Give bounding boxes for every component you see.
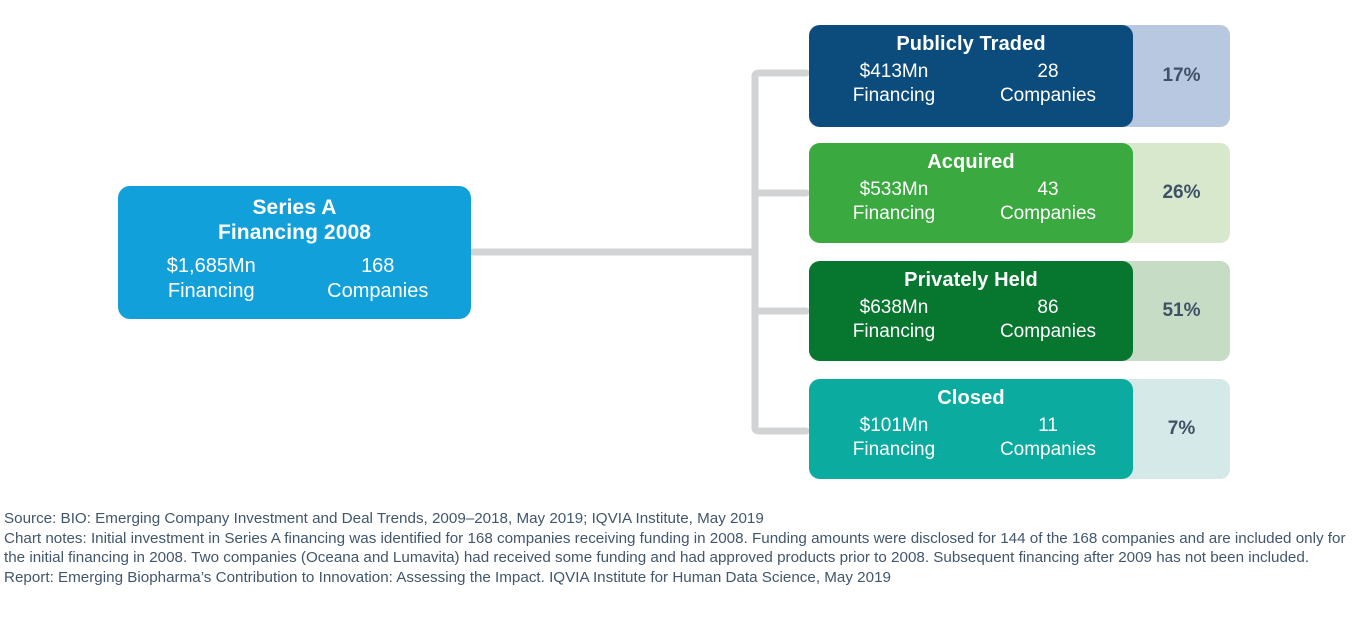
child-stats-closed: $101Mn Financing 11 Companies (817, 414, 1125, 462)
child-companies-label-privately-held: Companies (999, 321, 1097, 342)
child-row-privately-held: Privately Held $638Mn Financing 86 Compa… (809, 261, 1230, 361)
child-card-privately-held[interactable]: Privately Held $638Mn Financing 86 Compa… (809, 261, 1133, 361)
child-card-publicly-traded[interactable]: Publicly Traded $413Mn Financing 28 Comp… (809, 25, 1133, 127)
child-financing-label-publicly-traded: Financing (852, 85, 936, 106)
child-financing-value-closed: $101Mn (859, 415, 929, 436)
root-financing-label: Financing (167, 280, 255, 302)
root-node-title-line2: Financing 2008 (217, 221, 372, 244)
root-node-series-a[interactable]: Series A Financing 2008 $1,685Mn Financi… (118, 186, 471, 319)
child-stats-publicly-traded: $413Mn Financing 28 Companies (817, 60, 1125, 108)
child-title-closed: Closed (937, 387, 1005, 409)
root-financing-stat: $1,685Mn Financing (128, 254, 295, 304)
child-companies-stat-closed: 11 Companies (971, 414, 1125, 462)
child-financing-value-publicly-traded: $413Mn (859, 61, 929, 82)
root-node-title: Series A Financing 2008 (128, 195, 461, 245)
percent-value-closed: 7% (1167, 418, 1196, 439)
child-row-closed: Closed $101Mn Financing 11 Companies 7% (809, 379, 1230, 479)
footnote-report: Report: Emerging Biopharma’s Contributio… (4, 568, 891, 586)
child-card-acquired[interactable]: Acquired $533Mn Financing 43 Companies (809, 143, 1133, 243)
child-row-publicly-traded: Publicly Traded $413Mn Financing 28 Comp… (809, 25, 1230, 127)
root-companies-label: Companies (327, 280, 429, 302)
child-title-publicly-traded: Publicly Traded (896, 33, 1046, 55)
child-companies-stat-publicly-traded: 28 Companies (971, 60, 1125, 108)
series-a-financing-diagram: Series A Financing 2008 $1,685Mn Financi… (118, 25, 1230, 479)
child-companies-value-closed: 11 (1038, 415, 1058, 436)
root-node-title-line1: Series A (252, 196, 337, 219)
connector-stub-publicly-traded (751, 69, 810, 80)
child-companies-label-publicly-traded: Companies (999, 85, 1097, 106)
root-node-stats: $1,685Mn Financing 168 Companies (128, 254, 461, 304)
child-financing-label-privately-held: Financing (852, 321, 936, 342)
child-financing-label-closed: Financing (852, 439, 936, 460)
footnotes: Source: BIO: Emerging Company Investment… (4, 509, 1348, 587)
child-financing-stat-publicly-traded: $413Mn Financing (817, 60, 971, 108)
child-card-closed[interactable]: Closed $101Mn Financing 11 Companies (809, 379, 1133, 479)
child-companies-label-acquired: Companies (999, 203, 1097, 224)
child-financing-label-acquired: Financing (852, 203, 936, 224)
child-companies-label-closed: Companies (999, 439, 1097, 460)
connector-lines (467, 69, 810, 435)
connector-stub-closed (751, 424, 810, 435)
child-financing-stat-acquired: $533Mn Financing (817, 178, 971, 226)
root-companies-stat: 168 Companies (295, 254, 462, 304)
child-row-acquired: Acquired $533Mn Financing 43 Companies 2… (809, 143, 1230, 243)
percent-value-acquired: 26% (1162, 182, 1201, 203)
child-title-privately-held: Privately Held (904, 269, 1038, 291)
child-companies-value-publicly-traded: 28 (1037, 61, 1059, 82)
root-companies-value: 168 (361, 255, 395, 277)
footnote-source: Source: BIO: Emerging Company Investment… (4, 510, 764, 527)
percent-value-publicly-traded: 17% (1162, 65, 1201, 86)
child-companies-value-acquired: 43 (1037, 179, 1059, 200)
child-stats-privately-held: $638Mn Financing 86 Companies (817, 296, 1125, 344)
child-companies-stat-privately-held: 86 Companies (971, 296, 1125, 344)
footnote-chart-notes: Chart notes: Initial investment in Serie… (4, 529, 1346, 567)
child-title-acquired: Acquired (927, 151, 1015, 173)
child-companies-stat-acquired: 43 Companies (971, 178, 1125, 226)
root-financing-value: $1,685Mn (166, 255, 256, 277)
child-stats-acquired: $533Mn Financing 43 Companies (817, 178, 1125, 226)
percent-value-privately-held: 51% (1162, 300, 1201, 321)
child-financing-value-acquired: $533Mn (859, 179, 929, 200)
child-financing-stat-closed: $101Mn Financing (817, 414, 971, 462)
child-financing-value-privately-held: $638Mn (859, 297, 929, 318)
child-companies-value-privately-held: 86 (1037, 297, 1059, 318)
child-financing-stat-privately-held: $638Mn Financing (817, 296, 971, 344)
